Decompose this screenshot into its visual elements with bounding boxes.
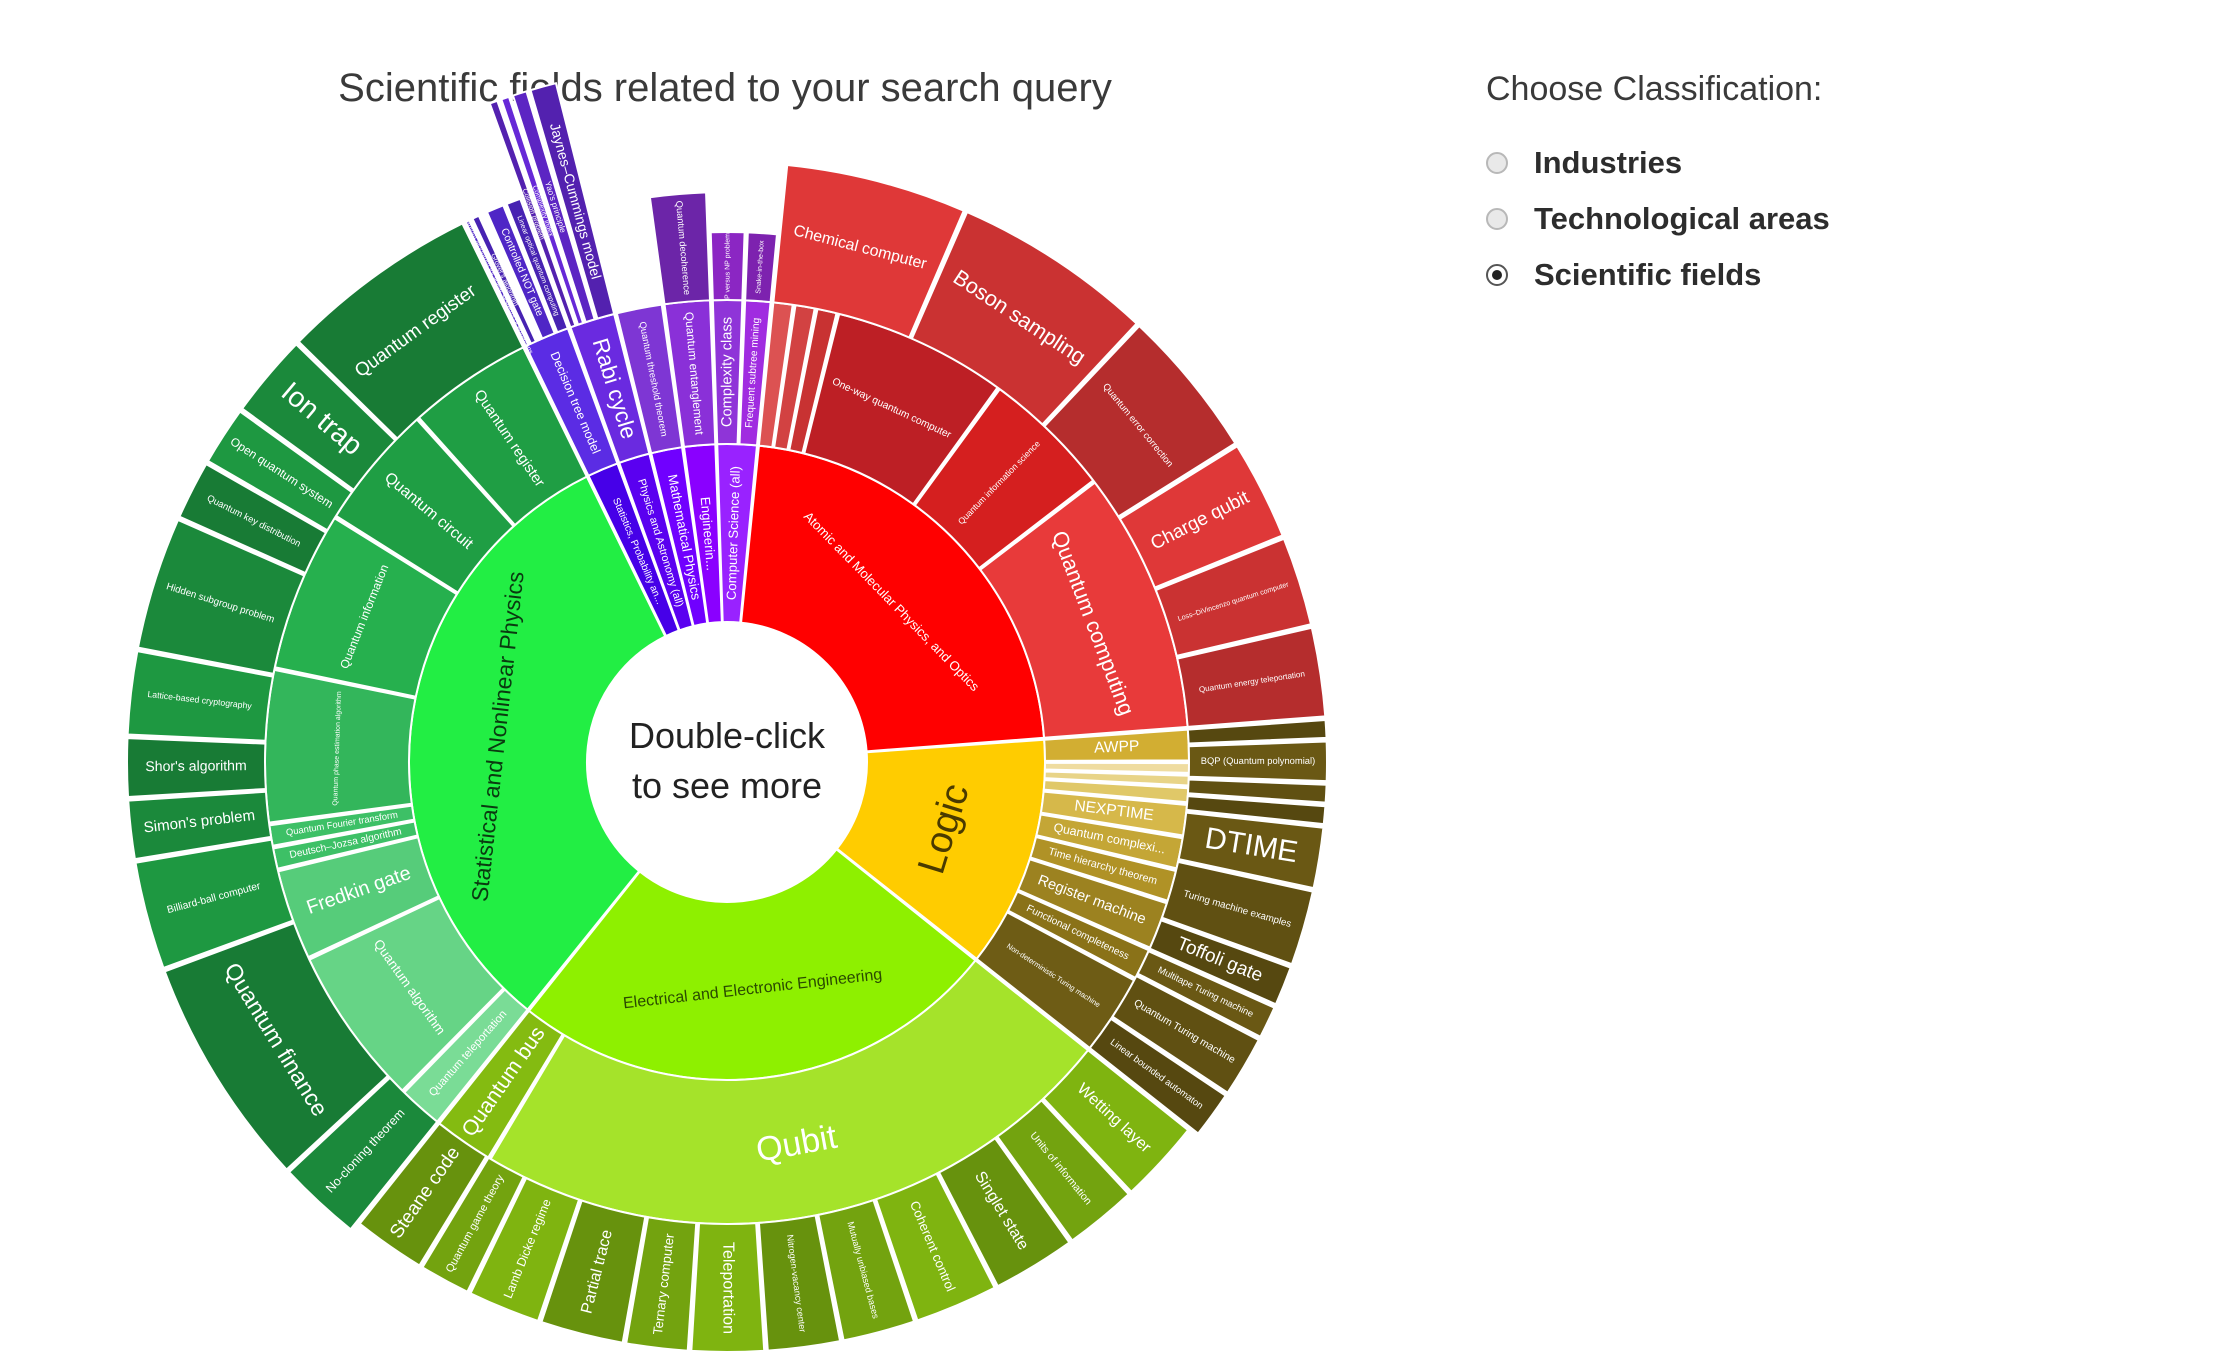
- outer-slice-no-cloning-theorem[interactable]: [287, 1076, 439, 1231]
- outer-slice-quantum-key-distribution[interactable]: [178, 462, 328, 575]
- option-technological-areas-label: Technological areas: [1534, 201, 1830, 236]
- outer-slice-unlabeled[interactable]: [1185, 795, 1327, 826]
- classification-panel: Choose Classification: Industries Techno…: [1486, 70, 1830, 303]
- outer-slice-lattice-based-cryptography[interactable]: [126, 649, 275, 742]
- outer-slice-chemical-computer[interactable]: [772, 163, 966, 339]
- outer-slice-quantum-algorithm-for-linear-systems-of-equations[interactable]: [464, 218, 530, 348]
- outer-slice-p-versus-np-problem[interactable]: [709, 231, 746, 302]
- outer-slice-quantum-finance[interactable]: [163, 921, 390, 1171]
- outer-slice-jaynes-cummings-model[interactable]: [529, 81, 616, 320]
- outer-slice-dtime[interactable]: [1177, 811, 1325, 890]
- outer-slice-unlabeled[interactable]: [1186, 718, 1328, 745]
- middle-slice-quantum-threshold-theorem[interactable]: [615, 303, 684, 455]
- radio-technological-areas[interactable]: [1486, 208, 1508, 230]
- outer-slice-quantum-register[interactable]: [297, 222, 525, 440]
- outer-slice-quantum-turing-machine[interactable]: [1111, 974, 1261, 1095]
- option-industries[interactable]: Industries: [1486, 135, 1830, 191]
- outer-slice-open-quantum-system[interactable]: [206, 410, 354, 532]
- outer-slice-partial-trace[interactable]: [540, 1199, 647, 1344]
- outer-slice-nitrogen-vacancy-center[interactable]: [757, 1214, 842, 1352]
- option-scientific-fields[interactable]: Scientific fields: [1486, 247, 1830, 303]
- outer-slice-turing-machine-examples[interactable]: [1160, 860, 1315, 966]
- outer-slice-ternary-computer[interactable]: [625, 1216, 698, 1352]
- outer-slice-wetting-layer[interactable]: [1042, 1048, 1190, 1194]
- classification-title: Choose Classification:: [1486, 70, 1823, 108]
- radio-industries[interactable]: [1486, 152, 1508, 174]
- outer-slice-controlled-not-gate[interactable]: [485, 203, 556, 340]
- option-technological-areas[interactable]: Technological areas: [1486, 191, 1830, 247]
- outer-slice-quantum-superposition[interactable]: [480, 212, 541, 342]
- outer-slice-unlabeled[interactable]: [1186, 778, 1328, 804]
- outer-slice-coherent-control[interactable]: [874, 1172, 996, 1322]
- outer-slice-charge-qubit[interactable]: [1118, 444, 1284, 589]
- outer-slice-grover-s-algorithm[interactable]: [471, 214, 538, 345]
- outer-slice-bqp-quantum-polynomial[interactable]: [1187, 740, 1329, 783]
- outer-slice-linear-bounded-automaton[interactable]: [1088, 1017, 1228, 1135]
- radio-scientific-fields[interactable]: [1486, 264, 1508, 286]
- outer-slice-linear-optical-quantum-computing[interactable]: [505, 197, 570, 334]
- outer-slice-simon-s-problem[interactable]: [127, 790, 273, 861]
- outer-slice-quantum-error-correction[interactable]: [1043, 324, 1237, 518]
- outer-slice-boson-sampling[interactable]: [910, 210, 1138, 426]
- middle-slice-complexity-class[interactable]: [711, 299, 744, 446]
- sunburst-chart[interactable]: Statistical and Nonlinear PhysicsQuantum…: [0, 0, 1450, 1354]
- outer-slice-units-of-information[interactable]: [995, 1099, 1131, 1242]
- outer-slice-loss-divincenzo-quantum-computer[interactable]: [1154, 537, 1313, 658]
- outer-slice-steane-code[interactable]: [358, 1122, 488, 1267]
- outer-slice-mutually-unbiased-bases[interactable]: [817, 1198, 916, 1342]
- outer-slice-ion-trap[interactable]: [240, 342, 397, 492]
- outer-slice-collision-problem[interactable]: [488, 99, 577, 329]
- outer-slice-quantum-game-theory[interactable]: [421, 1156, 525, 1294]
- outer-slice-lamb-dicke-regime[interactable]: [469, 1176, 581, 1323]
- outer-slice-multitape-turing-machine[interactable]: [1136, 949, 1276, 1039]
- center-hole[interactable]: [587, 622, 867, 902]
- outer-slice-billiard-ball-computer[interactable]: [134, 838, 295, 970]
- outer-slice-snake-in-the-box[interactable]: [744, 231, 779, 304]
- outer-slice-teleportation[interactable]: [690, 1222, 766, 1354]
- chart-title: Scientific fields related to your search…: [338, 66, 1112, 110]
- outer-slice-yao-s-principle[interactable]: [511, 90, 596, 324]
- outer-slice-complexity-index[interactable]: [500, 95, 585, 326]
- sunburst-rings[interactable]: [126, 81, 1329, 1354]
- outer-slice-toffoli-gate[interactable]: [1148, 919, 1292, 1006]
- option-industries-label: Industries: [1534, 145, 1683, 180]
- outer-slice-hidden-subgroup-problem[interactable]: [136, 518, 306, 676]
- outer-slice-quantum-energy-teleportation[interactable]: [1176, 626, 1327, 728]
- outer-slice-shor-s-algorithm[interactable]: [126, 737, 267, 799]
- option-scientific-fields-label: Scientific fields: [1534, 257, 1762, 292]
- outer-slice-singlet-state[interactable]: [937, 1136, 1071, 1288]
- outer-slice-quantum-decoherence[interactable]: [648, 191, 712, 306]
